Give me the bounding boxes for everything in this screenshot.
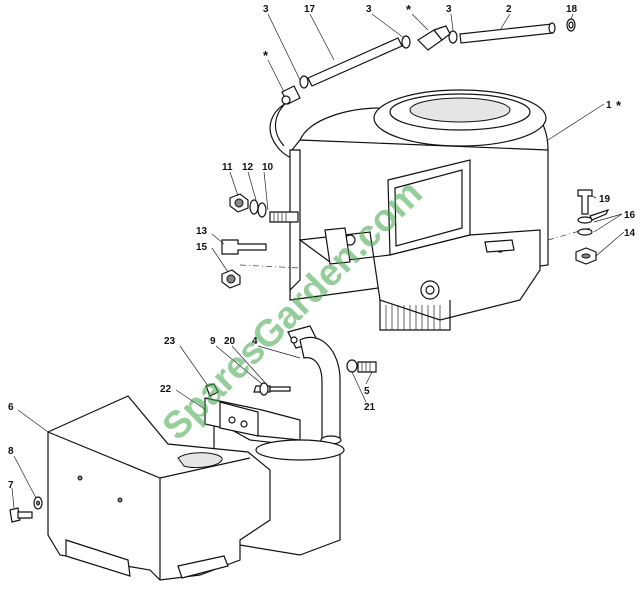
callout-10: 10 [262,162,274,173]
heat-shield-assembly [9,395,271,581]
callout-9: 9 [210,336,216,347]
callout-17: 17 [304,4,316,15]
callout-star-filter: * [406,2,412,17]
callout-7: 7 [8,480,14,491]
fuel-hose-assembly [269,18,576,160]
callout-2: 2 [506,4,512,15]
callout-star-valve: * [263,48,269,63]
callout-14: 14 [624,228,636,239]
callout-12: 12 [242,162,254,173]
left-fasteners [221,193,267,289]
callout-11: 11 [222,162,233,173]
leader-lines [11,13,625,509]
callout-3-middle: 3 [366,4,372,15]
callout-3-left: 3 [263,4,269,15]
right-fasteners [575,189,610,265]
callout-22: 22 [160,384,172,395]
callout-16: 16 [624,210,636,221]
callout-4: 4 [252,336,258,347]
callout-13: 13 [196,226,208,237]
engine-assembly [269,89,549,331]
callout-3-right: 3 [446,4,452,15]
callout-23: 23 [164,336,176,347]
cylinder-fins [379,300,451,331]
alignment-line-left [239,264,301,269]
callout-star-engine: * [616,98,622,113]
callout-8: 8 [8,446,14,457]
callout-18: 18 [566,4,578,15]
callout-labels: 3 17 3 * 3 2 18 * 1 * 11 12 10 19 16 14 … [8,2,636,491]
callout-5: 5 [364,386,370,397]
callout-20: 20 [224,336,236,347]
callout-6: 6 [8,402,14,413]
callout-21: 21 [364,402,376,413]
callout-1: 1 [606,100,612,111]
callout-19: 19 [599,194,611,205]
callout-15: 15 [196,242,208,253]
